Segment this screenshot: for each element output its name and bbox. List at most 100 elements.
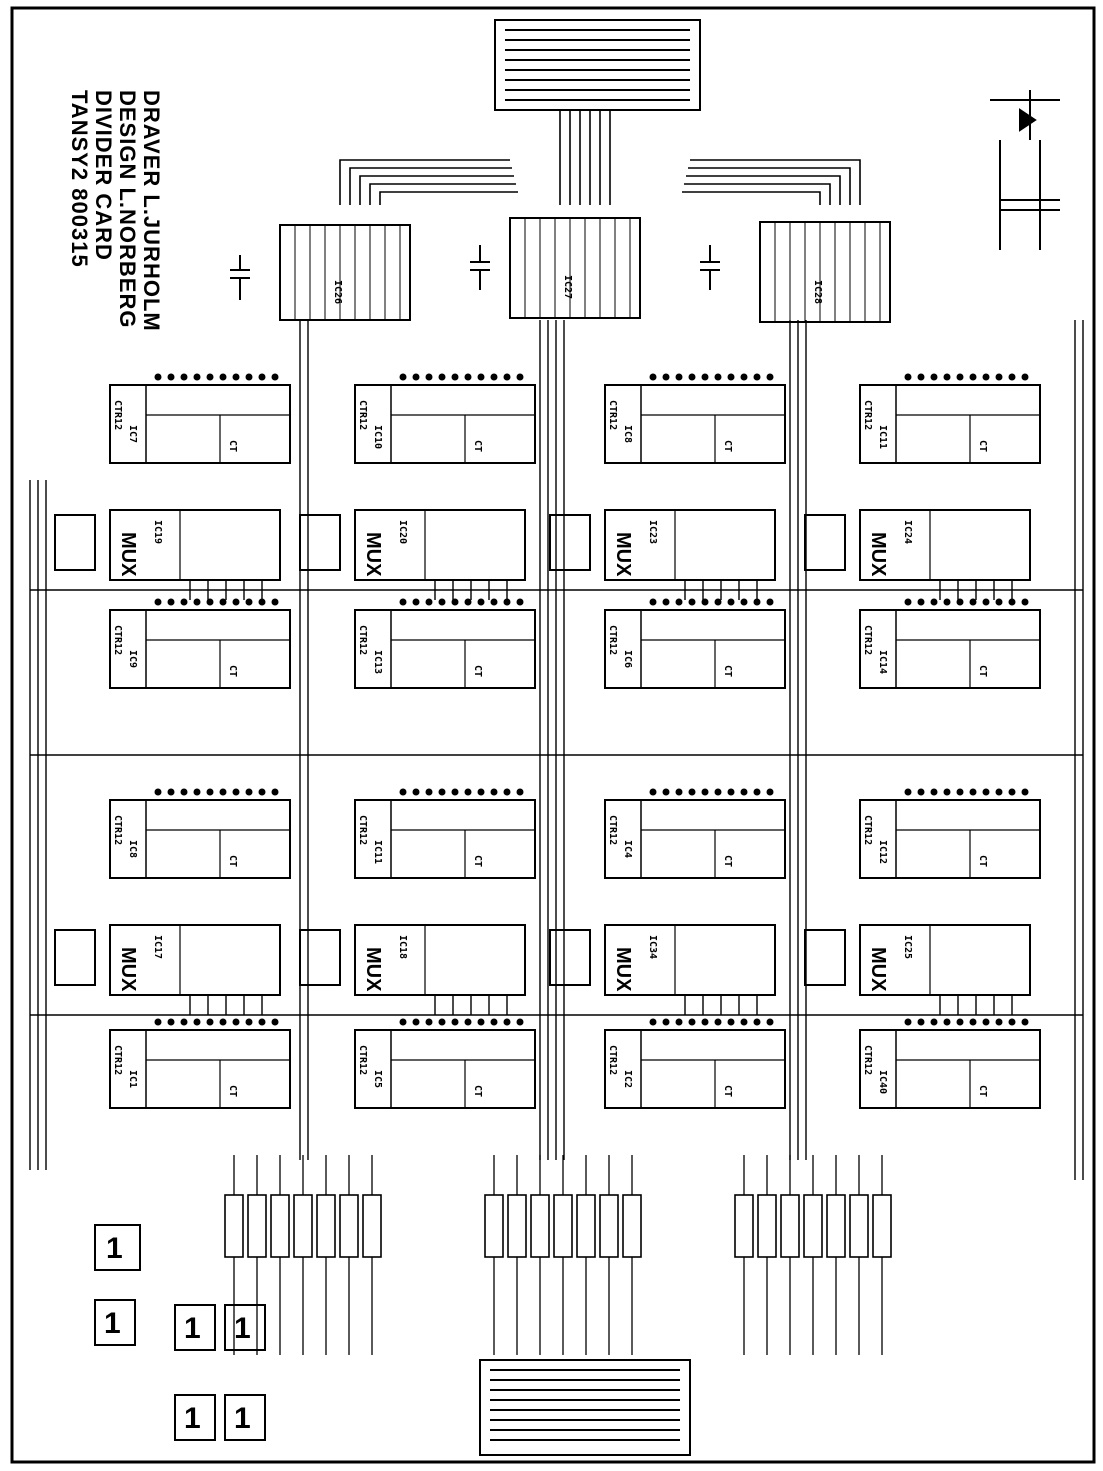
mux-r2-c3-mux: MUX <box>612 947 634 992</box>
title-line-3: DESIGN L.NORBERG <box>115 90 140 328</box>
counter-r2-c3-label: IC6 <box>622 650 633 668</box>
counter-r1-c2-label: IC10 <box>372 425 383 449</box>
latch-label-3: IC28 <box>812 280 823 304</box>
counter-r3-c1-ctr: CTR12 <box>112 815 123 845</box>
counter-r3-c2-ct: CT <box>472 855 483 867</box>
latch-ic27: IC27 <box>509 217 641 319</box>
mux-r1-c1-label: IC19 <box>152 520 163 544</box>
driver-arrays <box>224 1155 892 1355</box>
gate-3-label: 1 <box>184 1312 201 1345</box>
mux-r2-c4-label: IC25 <box>902 935 913 959</box>
gate-group: 1 1 1 1 1 1 <box>94 1224 266 1441</box>
counter-r4-c4-ct: CT <box>977 1085 988 1097</box>
gate-2-label: 1 <box>104 1307 121 1340</box>
counter-r2-c2-ct: CT <box>472 665 483 677</box>
mux-r2-c4: MUX IC25 <box>804 924 1031 1015</box>
counter-r4-c3-ct: CT <box>722 1085 733 1097</box>
latch-ic26: IC26 <box>279 224 411 321</box>
driver-array-1 <box>224 1155 382 1355</box>
title-line-2: DIVIDER CARD <box>91 90 116 261</box>
driver-array-3 <box>734 1155 892 1355</box>
top-caps <box>230 245 720 300</box>
counter-r3-c1-ct: CT <box>227 855 238 867</box>
latch-label-2: IC27 <box>562 275 573 299</box>
counter-r3-c3-ctr: CTR12 <box>607 815 618 845</box>
mux-r1-c4-mux: MUX <box>867 532 889 577</box>
mux-r2-c3-label: IC34 <box>647 935 658 959</box>
counter-r4-c1-ct: CT <box>227 1085 238 1097</box>
driver-array-2 <box>484 1155 642 1355</box>
counter-r2-c1-ctr: CTR12 <box>112 625 123 655</box>
counter-r4-c2-ct: CT <box>472 1085 483 1097</box>
gate-4-label: 1 <box>234 1312 251 1345</box>
counter-r2-c3-ct: CT <box>722 665 733 677</box>
counter-r1-c1-label: IC7 <box>127 425 138 443</box>
counter-r4-c2-label: IC5 <box>372 1070 383 1088</box>
counter-r3-c2-label: IC11 <box>372 840 383 864</box>
counter-r4-c4-label: IC40 <box>877 1070 888 1094</box>
mux-r1-c2-label: IC20 <box>397 520 408 544</box>
title-line-4: DRAVER L.JURHOLM <box>139 90 164 332</box>
counter-r2-c3-ctr: CTR12 <box>607 625 618 655</box>
counter-r3-c3-label: IC4 <box>622 840 633 858</box>
title-block: TANSY2 800315 DIVIDER CARD DESIGN L.NORB… <box>67 90 164 332</box>
gate-6-label: 1 <box>234 1402 251 1435</box>
counter-r2-c1-label: IC9 <box>127 650 138 668</box>
mux-r1-c3: MUX IC23 <box>549 509 776 600</box>
counter-r1-c4-ct: CT <box>977 440 988 452</box>
mux-r2-c1-label: IC17 <box>152 935 163 959</box>
counter-r3-c4-ct: CT <box>977 855 988 867</box>
counter-r1-c3-ct: CT <box>722 440 733 452</box>
counter-r3-c4-ctr: CTR12 <box>862 815 873 845</box>
mux-r1-c3-label: IC23 <box>647 520 658 544</box>
counter-r4-c2-ctr: CTR12 <box>357 1045 368 1075</box>
counter-r3-c2-ctr: CTR12 <box>357 815 368 845</box>
sheet-border <box>10 6 1096 1464</box>
counter-r4-c3-label: IC2 <box>622 1070 633 1088</box>
latch-ic28: IC28 <box>759 221 891 323</box>
counter-r1-c4-ctr: CTR12 <box>862 400 873 430</box>
counter-r2-c4-ctr: CTR12 <box>862 625 873 655</box>
mux-r1-c1-mux: MUX <box>117 532 139 577</box>
counter-r4-c1-label: IC1 <box>127 1070 138 1088</box>
title-line-1: TANSY2 800315 <box>67 90 92 268</box>
top-connector <box>494 19 701 111</box>
top-bus-wires <box>339 110 861 205</box>
mux-r1-c1: MUX IC19 <box>54 509 281 600</box>
latch-label-1: IC26 <box>332 280 343 304</box>
counter-r2-c4-label: IC14 <box>877 650 888 674</box>
gate-1-label: 1 <box>106 1232 123 1265</box>
mux-r2-c4-mux: MUX <box>867 947 889 992</box>
mux-r2-c1: MUX IC17 <box>54 924 281 1015</box>
gate-5-label: 1 <box>184 1402 201 1435</box>
mux-r1-c2: MUX IC20 <box>299 509 526 600</box>
vertical-buses <box>29 320 1084 1180</box>
counter-r4-c1-ctr: CTR12 <box>112 1045 123 1075</box>
power-filter-cluster <box>990 90 1060 250</box>
counter-r1-c1-ct: CT <box>227 440 238 452</box>
counter-r4-c4-ctr: CTR12 <box>862 1045 873 1075</box>
mux-r2-c1-mux: MUX <box>117 947 139 992</box>
counter-r1-c2-ctr: CTR12 <box>357 400 368 430</box>
counter-r1-c2-ct: CT <box>472 440 483 452</box>
mux-r1-c2-mux: MUX <box>362 532 384 577</box>
counter-r4-c3-ctr: CTR12 <box>607 1045 618 1075</box>
mux-r1-c3-mux: MUX <box>612 532 634 577</box>
counter-r3-c1-label: IC8 <box>127 840 138 858</box>
counter-r2-c4-ct: CT <box>977 665 988 677</box>
